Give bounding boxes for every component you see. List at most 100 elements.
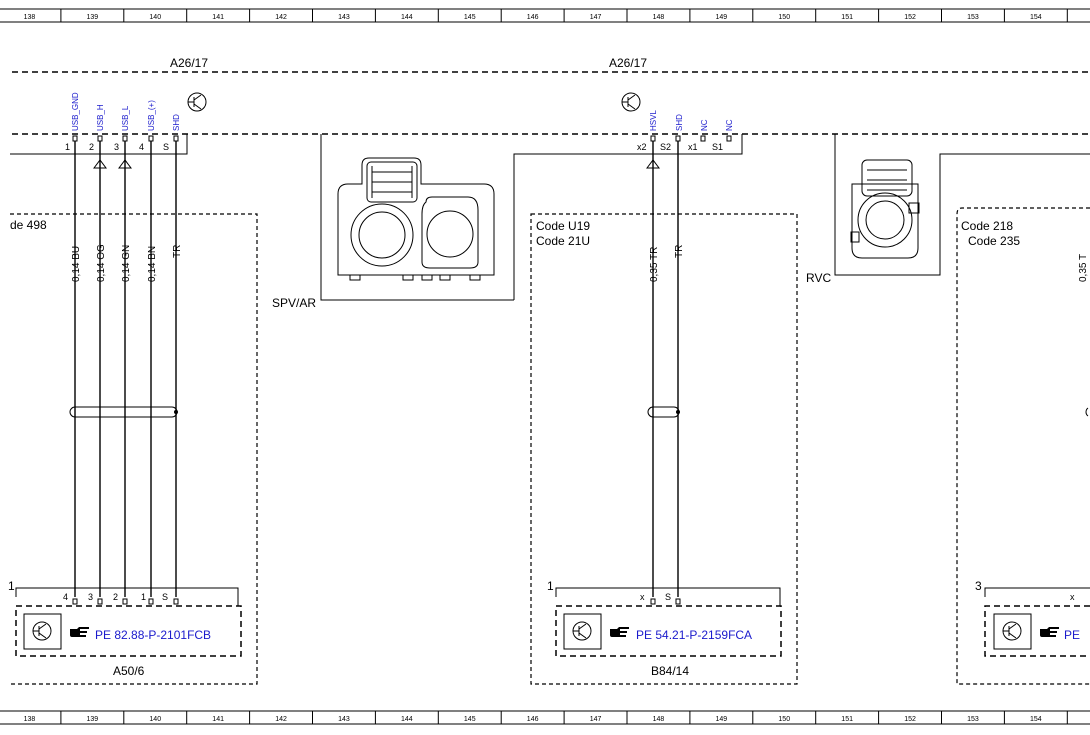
top-ruler-cell-label: 138 [24,14,36,21]
right-corner-number: 3 [975,579,982,593]
top-ruler-cell-label: 144 [401,14,413,21]
signal-shd-2: SHD [675,114,684,131]
spv-label: SPV/AR [272,296,316,310]
top-ruler-cell-label: 154 [1030,14,1042,21]
pointing-hand-icon [1040,627,1059,637]
bottom-ruler-cell-label: 144 [401,716,413,723]
box-code-u19 [530,213,798,685]
transistor-symbol-icon [572,621,592,641]
signal-shd: SHD [172,114,181,131]
top-ruler-cell-label: 152 [904,14,916,21]
top-ruler-cell-label: 139 [87,14,99,21]
box-label-21u: Code 21U [536,234,590,248]
pin-x2: x2 [637,142,647,152]
pointing-hand-icon [70,627,89,637]
bottom-ruler-cell-label: 140 [149,716,161,723]
connector-housing-icon [850,159,920,259]
module-label-left: A26/17 [170,56,208,70]
top-ruler-cell-label: 142 [275,14,287,21]
a50-pin-4: 4 [63,592,68,602]
signal-usb-h: USB_H [96,104,105,131]
top-ruler-cell-label: 145 [464,14,476,21]
bottom-ruler-cell-label: 153 [967,716,979,723]
right-connector: HSVL SHD NC NC x2 S2 x1 S1 [513,110,743,300]
component-right-partial: 3 x PE [975,579,1090,657]
a50-pe-link[interactable]: PE 82.88-P-2101FCB [95,628,211,642]
middle-wires: 0,35 TR TR [646,141,685,597]
wire-label-035-tr: 0,35 TR [649,247,660,282]
top-ruler-cell-label: 141 [212,14,224,21]
bottom-ruler-cell-label: 151 [841,716,853,723]
pin-s: S [163,142,169,152]
pin-2: 2 [89,142,94,152]
signal-nc-2: NC [725,119,734,131]
bottom-ruler-cell-label: 138 [24,716,36,723]
top-ruler: 138 139 140 141 142 143 144 145 146 147 148 149 150 1… [0,8,1090,23]
bottom-ruler-cell-label: 148 [653,716,665,723]
box-label-u19: Code U19 [536,219,590,233]
box-label-de-498: de 498 [10,218,47,232]
bottom-ruler-cell-label: 141 [212,716,224,723]
b84-name: B84/14 [651,664,689,678]
bottom-ruler-cell-label: 145 [464,716,476,723]
box-label-218: Code 218 [961,219,1013,233]
rvc-label: RVC [806,271,831,285]
module-label-right: A26/17 [609,56,647,70]
signal-hsvl: HSVL [649,110,658,131]
top-ruler-cell-label: 140 [149,14,161,21]
b84-corner-number: 1 [547,579,554,593]
component-a50-6: 1 4 3 2 1 S PE 82.88-P-2101FCB A50/6 [8,579,242,678]
pin-s1: S1 [712,142,723,152]
rvc-connector: RVC [806,134,1090,285]
signal-usb-l: USB_L [121,105,130,131]
a50-pin-3: 3 [88,592,93,602]
b84-pe-link[interactable]: PE 54.21-P-2159FCA [636,628,752,642]
a50-pin-s: S [162,592,168,602]
a50-name: A50/6 [113,664,145,678]
a50-pin-2: 2 [113,592,118,602]
top-ruler-cell-label: 147 [590,14,602,21]
top-ruler-cell-label: 149 [716,14,728,21]
a50-pin-1: 1 [141,592,146,602]
wire-label-bn: 0,14 BN [147,246,158,282]
signal-usb-plus: USB_(+) [147,100,156,131]
signal-usb-gnd: USB_GND [71,92,80,131]
pin-x1: x1 [688,142,698,152]
pin-1: 1 [65,142,70,152]
right-pe-link[interactable]: PE [1064,628,1080,642]
left-connector: USB_GND USB_H USB_L USB_(+) SHD 1 2 3 4 … [10,92,188,155]
twisted-pair-marker [69,406,178,418]
transistor-symbol-icon [621,92,641,112]
transistor-symbol-icon [1002,621,1022,641]
component-b84-14: 1 x S PE 54.21-P-2159FCA B84/14 [547,579,782,678]
wire-label-og: 0,14 OG [96,244,107,282]
connector-housing-icon [337,157,495,281]
a50-corner-number: 1 [8,579,15,593]
bottom-ruler-cell-label: 147 [590,716,602,723]
pin-4: 4 [139,142,144,152]
bottom-ruler-cell-label: 139 [87,716,99,723]
bottom-ruler-cell-label: 150 [778,716,790,723]
bottom-ruler-cell-label: 142 [275,716,287,723]
right-pin-x: x [1070,592,1075,602]
pointing-hand-icon [610,627,629,637]
top-ruler-cell-label: 150 [778,14,790,21]
top-ruler-cell-label: 143 [338,14,350,21]
bottom-ruler-cell-label: 154 [1030,716,1042,723]
top-ruler-cell-label: 148 [653,14,665,21]
transistor-symbol-icon [187,92,207,112]
signal-nc-1: NC [700,119,709,131]
bottom-ruler-cell-label: 143 [338,716,350,723]
wire-label-bu: 0,14 BU [71,246,82,282]
pin-s2: S2 [660,142,671,152]
left-wires: 0,14 BU 0,14 OG 0,14 GN 0,14 BN TR [69,141,183,597]
pin-3: 3 [114,142,119,152]
b84-pin-s: S [665,592,671,602]
transistor-symbol-icon [32,621,52,641]
box-code-218 [956,207,1090,685]
top-ruler-cell-label: 146 [527,14,539,21]
wire-label-tr-2: TR [674,245,685,258]
wire-label-right-partial: 0,35 T [1078,254,1089,282]
